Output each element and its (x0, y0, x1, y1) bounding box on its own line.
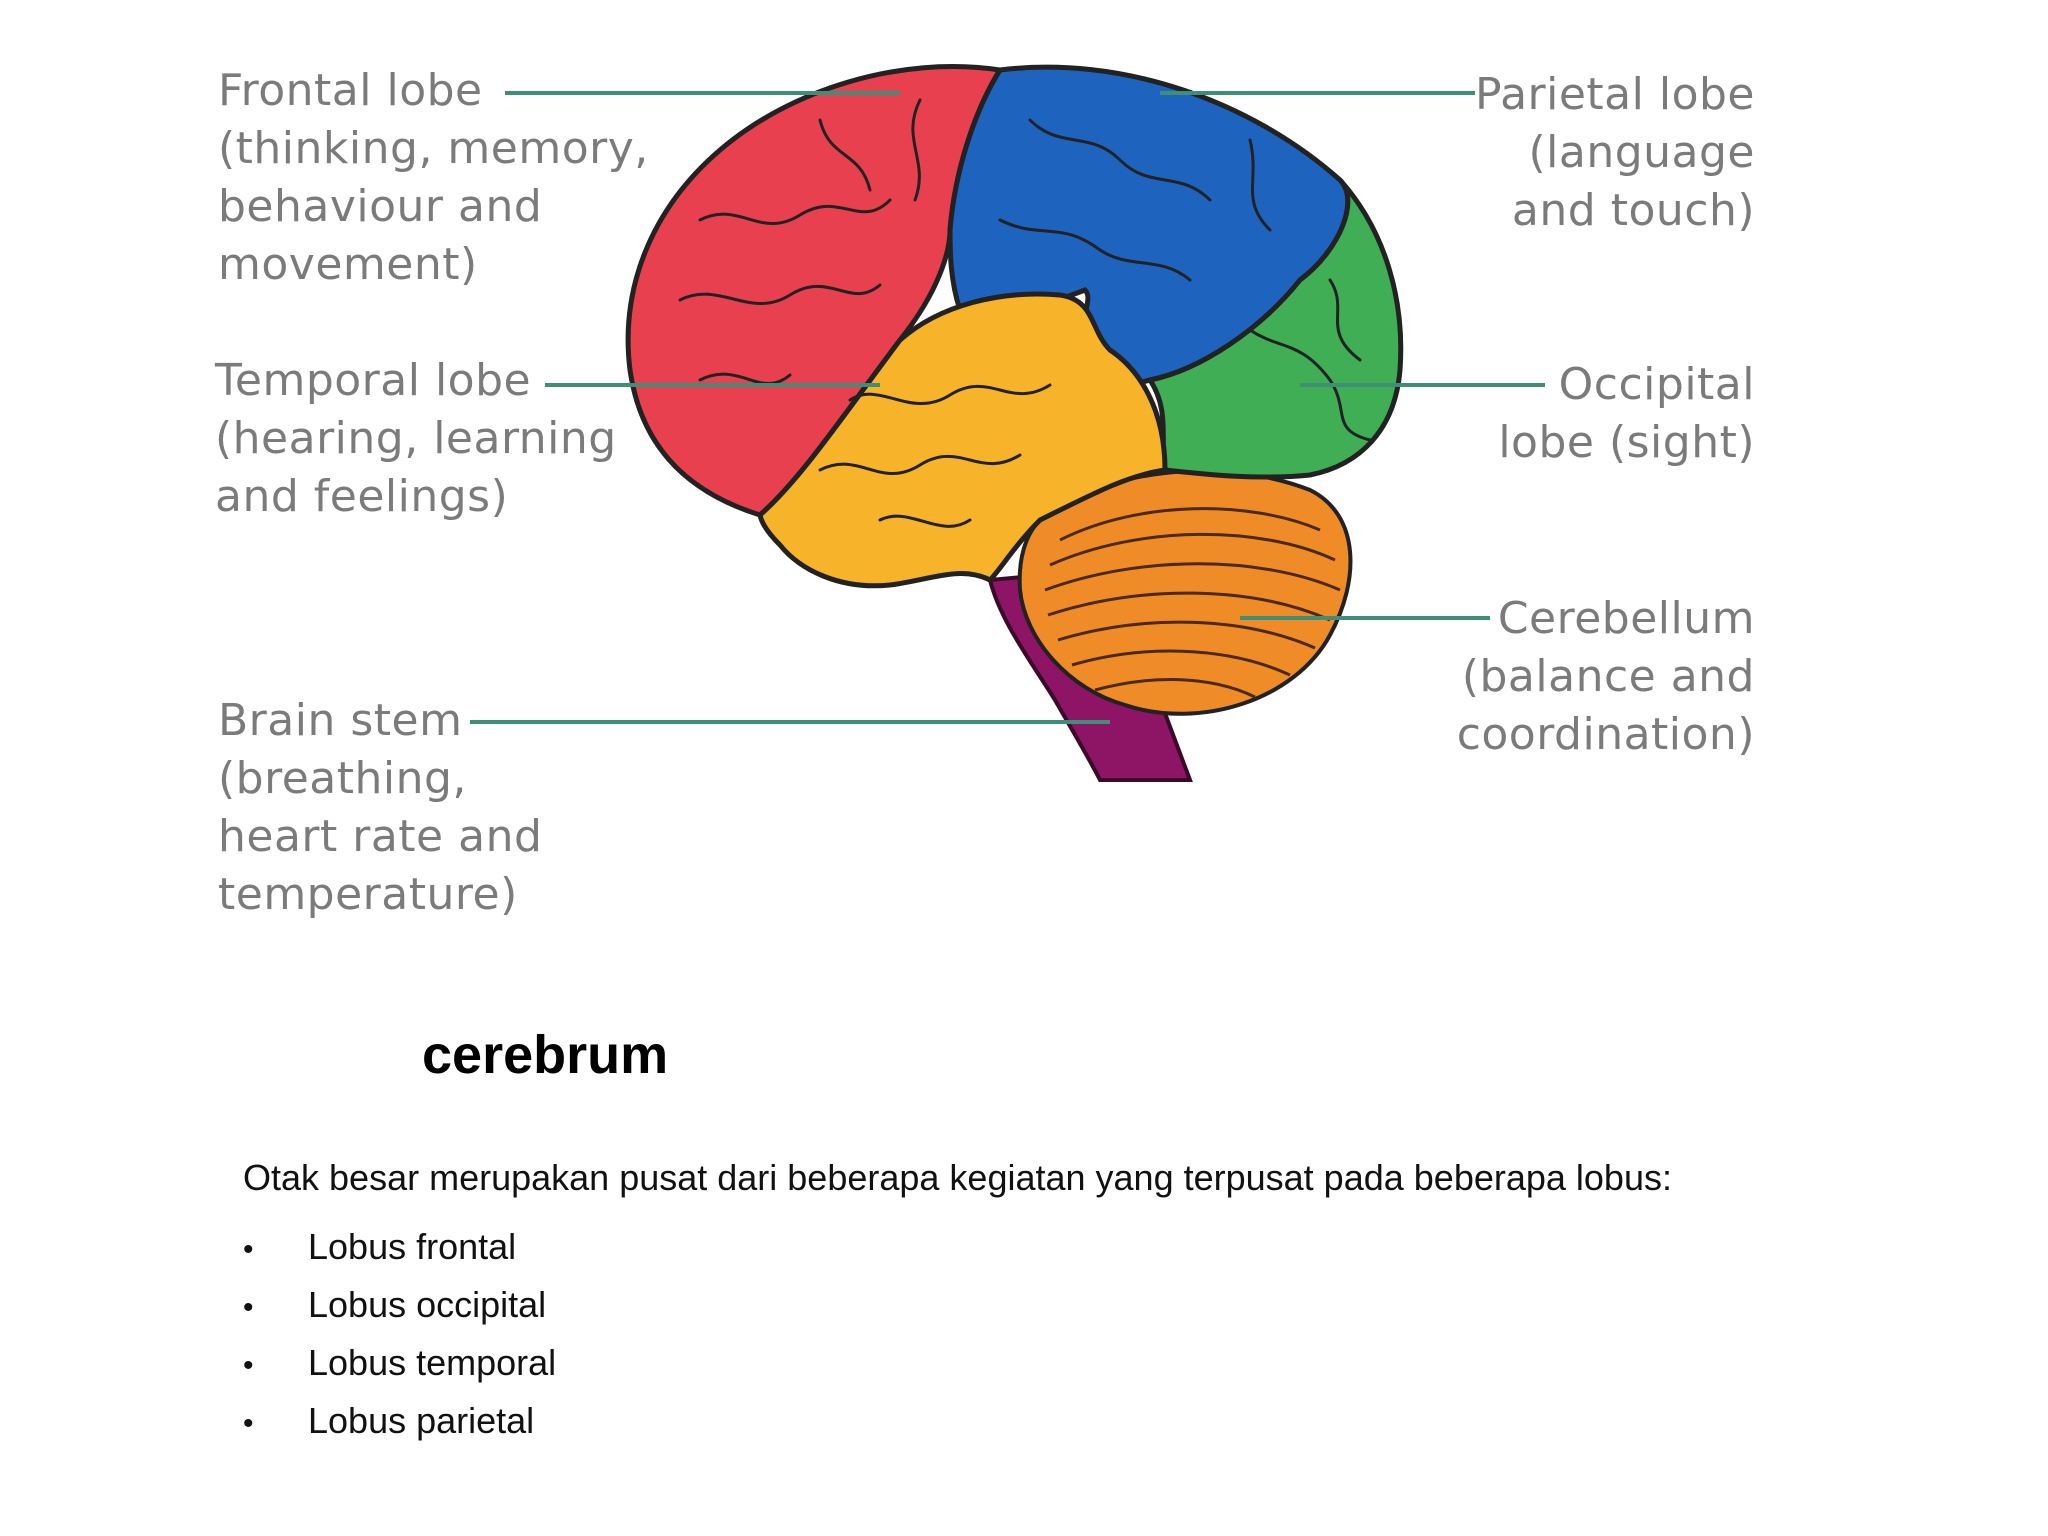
slide-body: Otak besar merupakan pusat dari beberapa… (243, 1152, 1943, 1450)
parietal-lobe-label: Parietal lobe (language and touch) (1475, 69, 1755, 236)
frontal-lobe-label: Frontal lobe (thinking, memory, behaviou… (218, 65, 649, 290)
lobe-list: • Lobus frontal • Lobus occipital • Lobu… (243, 1218, 1943, 1450)
brain-gyri (678, 98, 1372, 528)
slide-title: cerebrum (422, 1025, 669, 1085)
list-item-text: Lobus temporal (308, 1342, 557, 1383)
list-item: • Lobus temporal (243, 1334, 1943, 1392)
brain-stem-label: Brain stem (breathing, heart rate and te… (218, 695, 543, 920)
list-item-text: Lobus occipital (308, 1284, 547, 1325)
list-item: • Lobus parietal (243, 1392, 1943, 1450)
cerebellum-folds (1044, 507, 1341, 699)
bullet-marker: • (243, 1233, 254, 1266)
list-item-text: Lobus parietal (308, 1400, 535, 1441)
temporal-lobe-label: Temporal lobe (hearing, learning and fee… (215, 355, 617, 522)
bullet-marker: • (243, 1349, 254, 1382)
intro-text: Otak besar merupakan pusat dari beberapa… (243, 1157, 1672, 1198)
leader-lines (470, 91, 1545, 724)
brain-illustration (470, 64, 1545, 782)
bullet-marker: • (243, 1291, 254, 1324)
cerebellum-label: Cerebellum (balance and coordination) (1456, 593, 1755, 760)
list-item-text: Lobus frontal (308, 1226, 517, 1267)
brain-diagram: Frontal lobe (thinking, memory, behaviou… (215, 64, 1755, 920)
bullet-marker: • (243, 1407, 254, 1440)
list-item: • Lobus occipital (243, 1276, 1943, 1334)
list-item: • Lobus frontal (243, 1218, 1943, 1276)
occipital-lobe-region (1145, 178, 1404, 480)
temporal-lobe-region (757, 291, 1168, 589)
occipital-lobe-label: Occipital lobe (sight) (1498, 359, 1755, 468)
